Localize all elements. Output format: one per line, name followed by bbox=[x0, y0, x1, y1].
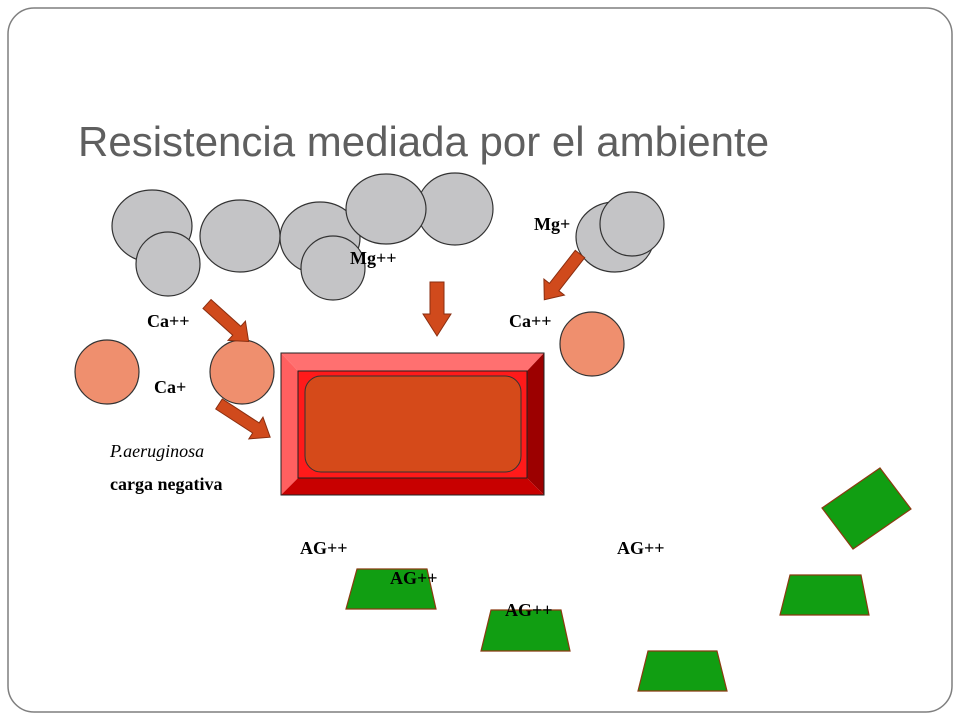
cell-bevel-bottom bbox=[281, 478, 544, 495]
aminoglycoside-shape bbox=[345, 568, 437, 610]
bacterial-cell bbox=[280, 352, 545, 496]
cell-inner-border bbox=[297, 370, 528, 479]
cell-bevel-right bbox=[527, 353, 544, 495]
arrow-to-cell bbox=[215, 398, 271, 440]
arrow-mg-down-left bbox=[543, 249, 586, 301]
cell-cytoplasm bbox=[304, 375, 522, 473]
aminoglycoside-shape bbox=[637, 650, 728, 692]
cell-bevel-top bbox=[281, 353, 544, 371]
aminoglycoside-group bbox=[345, 467, 912, 692]
mg-cation bbox=[599, 191, 665, 257]
mg-cation bbox=[300, 235, 366, 301]
label-mg-b: Mg+ bbox=[534, 214, 571, 234]
mg-cation-group bbox=[111, 172, 665, 301]
mg-cation bbox=[199, 199, 281, 273]
label-ca-b: Ca++ bbox=[509, 311, 552, 331]
ca-cation bbox=[559, 311, 625, 377]
label-mg-a: Mg++ bbox=[350, 248, 397, 268]
ca-cation bbox=[74, 339, 140, 405]
arrow-to-ca-cation bbox=[202, 298, 250, 343]
label-organism: P.aeruginosa bbox=[110, 441, 205, 461]
label-ag-3: AG++ bbox=[390, 568, 438, 588]
label-charge: carga negativa bbox=[110, 474, 223, 494]
slide-title: Resistencia mediada por el ambiente bbox=[78, 118, 770, 165]
arrow-group bbox=[202, 249, 586, 440]
aminoglycoside-tilted bbox=[821, 467, 912, 550]
ca-cation bbox=[209, 339, 275, 405]
aminoglycoside-shape bbox=[779, 574, 870, 616]
label-ag-4: AG++ bbox=[505, 600, 553, 620]
cell-border bbox=[280, 352, 545, 496]
label-ag-2: AG++ bbox=[617, 538, 665, 558]
mg-cation bbox=[345, 173, 427, 245]
arrow-down bbox=[422, 281, 452, 337]
cell-bevel-left bbox=[281, 353, 298, 495]
label-ca-c: Ca+ bbox=[154, 377, 187, 397]
mg-cation bbox=[416, 172, 494, 246]
mg-cation bbox=[135, 231, 201, 297]
label-ca-a: Ca++ bbox=[147, 311, 190, 331]
ca-cation-group bbox=[74, 311, 625, 405]
label-ag-1: AG++ bbox=[300, 538, 348, 558]
aminoglycoside-shape bbox=[480, 609, 571, 652]
